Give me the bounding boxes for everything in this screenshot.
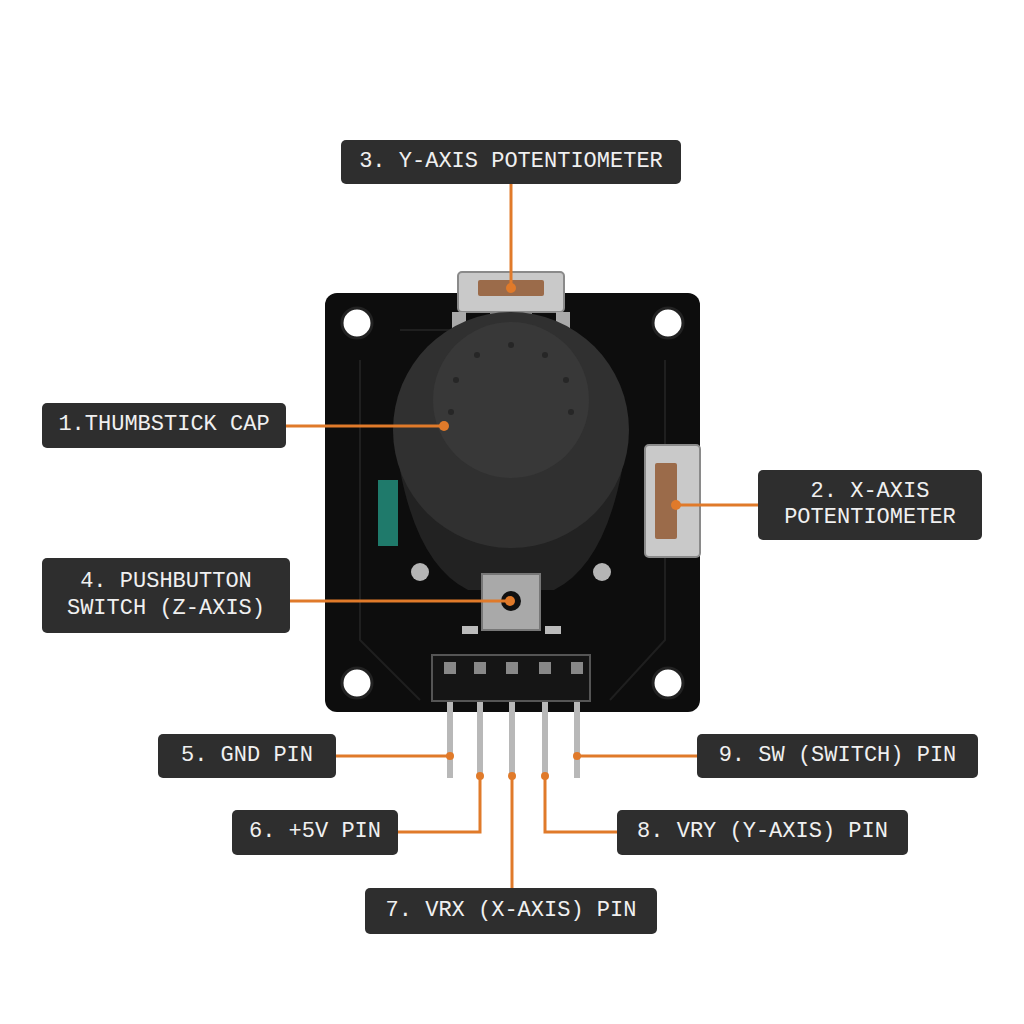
pot-housing — [645, 445, 700, 557]
solder-point — [593, 563, 611, 581]
mounting-hole — [653, 308, 683, 338]
leader-line — [398, 776, 480, 832]
cap-dots — [448, 342, 574, 415]
leader-line — [336, 755, 450, 758]
mounting-hole — [342, 668, 372, 698]
leader-dot — [476, 772, 484, 780]
leader-line — [545, 776, 617, 832]
callout-label: 2. X-AXIS POTENTIOMETER — [758, 470, 982, 540]
leader-dot — [505, 596, 515, 606]
callout-text: 5. GND PIN — [181, 743, 313, 769]
callout-label: 8. VRY (Y-AXIS) PIN — [617, 810, 908, 855]
leader-lines — [286, 184, 758, 888]
mounting-holes — [342, 308, 683, 698]
callout-text: 6. +5V PIN — [249, 819, 381, 845]
leader-line — [676, 504, 758, 507]
callout-label: 1.THUMBSTICK CAP — [42, 403, 286, 448]
leader-dot — [573, 752, 581, 760]
leader-dot — [671, 500, 681, 510]
pin-header — [432, 655, 590, 778]
mounting-hole — [653, 668, 683, 698]
mounting-hole — [342, 308, 372, 338]
callout-label: 5. GND PIN — [158, 734, 336, 778]
callout-text: 3. Y-AXIS POTENTIOMETER — [359, 149, 663, 175]
leader-dot — [506, 283, 516, 293]
gimbal-part — [378, 480, 398, 546]
solder-point — [411, 563, 429, 581]
callout-label: 3. Y-AXIS POTENTIOMETER — [341, 140, 681, 184]
callout-label: 9. SW (SWITCH) PIN — [697, 734, 978, 778]
callout-text: 4. PUSHBUTTON SWITCH (Z-AXIS) — [50, 569, 282, 622]
pcb-board — [325, 293, 700, 712]
switch-leg — [545, 626, 561, 634]
leader-dot — [446, 752, 454, 760]
header-housing — [432, 655, 590, 701]
leader-line — [510, 184, 513, 288]
leader-dot — [508, 772, 516, 780]
leader-line — [577, 755, 697, 758]
leader-line — [511, 776, 514, 888]
header-holes — [444, 662, 583, 674]
leader-dots — [439, 283, 681, 780]
callout-text: 1.THUMBSTICK CAP — [58, 412, 269, 438]
callout-label: 7. VRX (X-AXIS) PIN — [365, 888, 657, 934]
pushbutton — [462, 574, 561, 634]
leader-dot — [439, 421, 449, 431]
leader-dot — [541, 772, 549, 780]
callout-text: 9. SW (SWITCH) PIN — [719, 743, 957, 769]
callout-text: 7. VRX (X-AXIS) PIN — [386, 898, 637, 924]
thumbstick-top — [433, 322, 589, 478]
switch-leg — [462, 626, 478, 634]
x-potentiometer — [645, 445, 700, 557]
thumbstick-cap — [393, 312, 629, 548]
callout-label: 4. PUSHBUTTON SWITCH (Z-AXIS) — [42, 558, 290, 633]
callout-label: 6. +5V PIN — [232, 810, 398, 855]
thumbstick — [393, 312, 629, 590]
leader-line — [290, 600, 510, 603]
callout-text: 8. VRY (Y-AXIS) PIN — [637, 819, 888, 845]
leader-line — [286, 425, 444, 428]
callout-text: 2. X-AXIS POTENTIOMETER — [766, 479, 974, 532]
